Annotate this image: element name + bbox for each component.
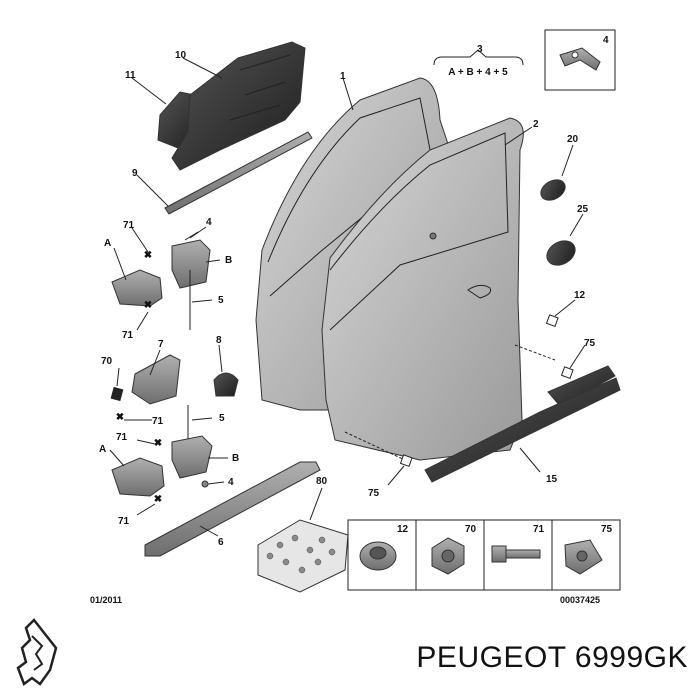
- callout-a-lower: A: [99, 444, 106, 455]
- peugeot-lion-logo: [16, 618, 58, 687]
- callout-71-e: 71: [118, 516, 130, 527]
- callout-8: 8: [216, 335, 222, 346]
- svg-text:✖: ✖: [144, 300, 152, 311]
- grommet-25: [546, 240, 576, 266]
- callout-5-upper: 5: [218, 295, 224, 306]
- window-seal-strip: [164, 131, 313, 215]
- door-check-strap: [131, 354, 181, 405]
- callout-75-lower: 75: [368, 488, 380, 499]
- door-bumper: [213, 372, 239, 397]
- callout-15: 15: [546, 474, 558, 485]
- callout-70: 70: [101, 356, 113, 367]
- callout-75-upper: 75: [584, 338, 596, 349]
- doc-code: 00037425: [560, 595, 600, 605]
- callout-2: 2: [533, 119, 539, 130]
- svg-text:✖: ✖: [154, 438, 162, 449]
- callout-71-a: 71: [123, 220, 135, 231]
- date-code: 01/2011: [90, 595, 122, 605]
- callout-5-lower: 5: [219, 413, 225, 424]
- callout-20: 20: [567, 134, 579, 145]
- callout-1: 1: [340, 71, 346, 82]
- door-moulding-15: [424, 377, 621, 483]
- callout-80: 80: [316, 476, 328, 487]
- hinge-a-upper: [111, 269, 163, 307]
- callout-10: 10: [175, 50, 187, 61]
- callout-3: 3: [477, 44, 483, 55]
- callout-6: 6: [218, 537, 224, 548]
- hinge-b-lower: [171, 435, 213, 479]
- svg-text:✖: ✖: [144, 250, 152, 261]
- door-moulding-75: [547, 365, 616, 407]
- brand-part-number: PEUGEOT 6999GK: [416, 641, 688, 674]
- callout-9: 9: [132, 168, 138, 179]
- callout-71-d: 71: [116, 432, 128, 443]
- callout-7: 7: [158, 339, 164, 350]
- hinge-b-upper: [171, 239, 211, 289]
- door-trim-panel: [171, 41, 306, 171]
- callout-11: 11: [125, 70, 136, 81]
- svg-text:✖: ✖: [116, 412, 124, 423]
- fastener-box-label-12: 12: [397, 524, 409, 535]
- callout-b-upper: B: [225, 255, 232, 266]
- clip-kit-bag: [257, 519, 349, 593]
- grommet-20: [540, 179, 566, 201]
- fastener-box-75: [551, 519, 621, 591]
- callout-71-b: 71: [122, 330, 134, 341]
- callout-a-upper: A: [104, 238, 111, 249]
- svg-text:✖: ✖: [154, 494, 162, 505]
- hinge-a-lower: [111, 457, 165, 497]
- callout-4-lower: 4: [228, 477, 234, 488]
- fastener-box-label-70: 70: [465, 524, 477, 535]
- callout-4-upper: 4: [206, 217, 212, 228]
- callout-4-box: 4: [603, 35, 609, 46]
- callout-25: 25: [577, 204, 589, 215]
- sill-trim: [144, 461, 321, 557]
- callout-b-lower: B: [232, 453, 239, 464]
- callout-71-c: 71: [152, 416, 164, 427]
- fastener-box-label-71: 71: [533, 524, 545, 535]
- callout-12-upper: 12: [574, 290, 586, 301]
- callout-3-formula: A + B + 4 + 5: [448, 67, 508, 78]
- fastener-box-label-75: 75: [601, 524, 613, 535]
